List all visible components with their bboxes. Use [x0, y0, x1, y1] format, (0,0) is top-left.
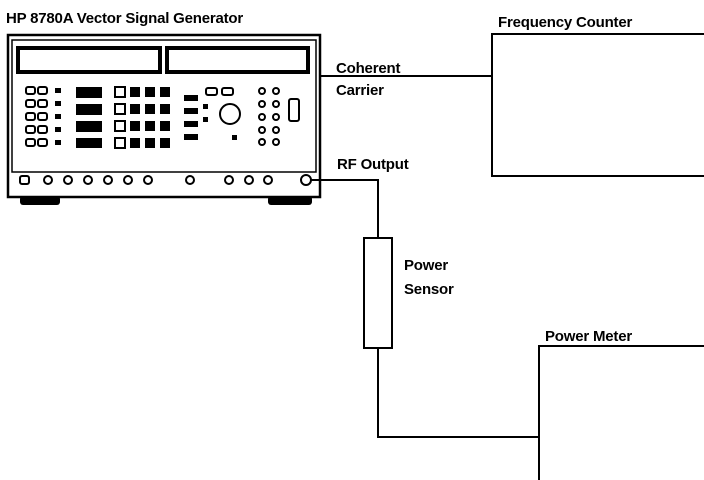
power-sensor — [363, 237, 393, 349]
frequency-counter-title: Frequency Counter — [498, 14, 633, 31]
softkeys-left — [25, 86, 48, 147]
coherent-carrier-label: Coherent Carrier — [336, 58, 400, 102]
power-meter-title: Power Meter — [545, 328, 632, 345]
rf-output-cable — [311, 179, 379, 238]
entry-keys — [184, 95, 198, 140]
sensor-cable — [377, 348, 539, 438]
rotary-knob — [219, 103, 241, 125]
signal-generator-instrument — [6, 33, 322, 205]
power-sensor-line1: Power — [404, 257, 449, 274]
coherent-carrier-line1: Coherent — [336, 60, 401, 77]
control-dots — [203, 104, 237, 140]
right-keys — [258, 87, 300, 146]
power-meter-box — [538, 345, 704, 480]
power-sensor-label: Power Sensor — [404, 254, 454, 302]
softkey-dots — [55, 88, 61, 145]
control-area — [205, 87, 241, 125]
coherent-carrier-line2: Carrier — [336, 82, 384, 99]
front-connectors — [19, 174, 312, 186]
power-sensor-line2: Sensor — [404, 281, 454, 298]
display-window-left — [16, 46, 162, 74]
rf-output-label: RF Output — [337, 156, 409, 173]
display-window-right — [165, 46, 310, 74]
numeric-keypad — [114, 86, 170, 149]
frequency-counter-box — [491, 33, 704, 177]
function-keys — [76, 87, 102, 148]
generator-title: HP 8780A Vector Signal Generator — [6, 10, 244, 27]
